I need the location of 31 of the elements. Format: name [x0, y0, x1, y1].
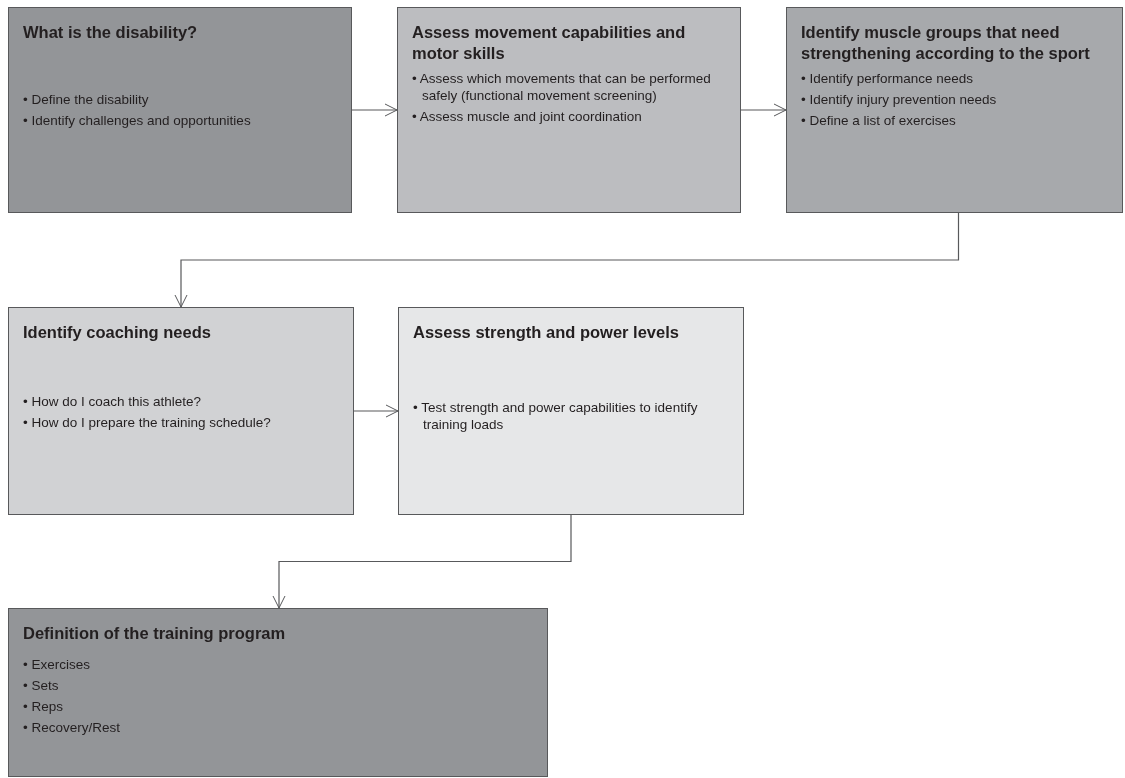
bullet-item: • Reps [23, 698, 64, 715]
process-box [786, 7, 1123, 213]
bullet-item: • Identify performance needs [801, 70, 975, 87]
bullet-item: • Sets [23, 677, 60, 694]
arrow [353, 404, 399, 418]
bullet-item: • Exercises [23, 656, 91, 673]
process-box [8, 7, 352, 213]
bullet-item: • How do I prepare the training schedule? [23, 414, 272, 431]
bullet-item: • Recovery/Rest [23, 719, 121, 736]
bullet-item: • Identify challenges and opportunities [23, 112, 252, 129]
arrow [740, 103, 787, 117]
process-box [8, 608, 548, 777]
box-heading: Definition of the training program [23, 623, 287, 644]
box-heading: Assess strength and power levels [413, 322, 680, 343]
bullet-item: • Identify injury prevention needs [801, 91, 998, 108]
bullet-item: • How do I coach this athlete? [23, 393, 203, 410]
bullet-item: • Test strength and power capabilities to identify training loads [413, 399, 699, 433]
process-box [397, 7, 741, 213]
bullet-item: • Define a list of exercises [801, 112, 957, 129]
arrow [272, 514, 572, 609]
process-box [8, 307, 354, 515]
bullet-item: • Assess muscle and joint coordination [412, 108, 643, 125]
arrow [351, 103, 398, 117]
box-heading: Identify coaching needs [23, 322, 212, 343]
bullet-item: • Define the disability [23, 91, 150, 108]
box-heading: What is the disability? [23, 22, 199, 43]
arrow [174, 212, 960, 308]
process-box [398, 307, 744, 515]
box-heading: Assess movement capabilities and motor skills [412, 22, 687, 64]
bullet-item: • Assess which movements that can be performed safely (functional movement screening) [412, 70, 712, 104]
box-heading: Identify muscle groups that need strengthening according to the sport [801, 22, 1091, 64]
